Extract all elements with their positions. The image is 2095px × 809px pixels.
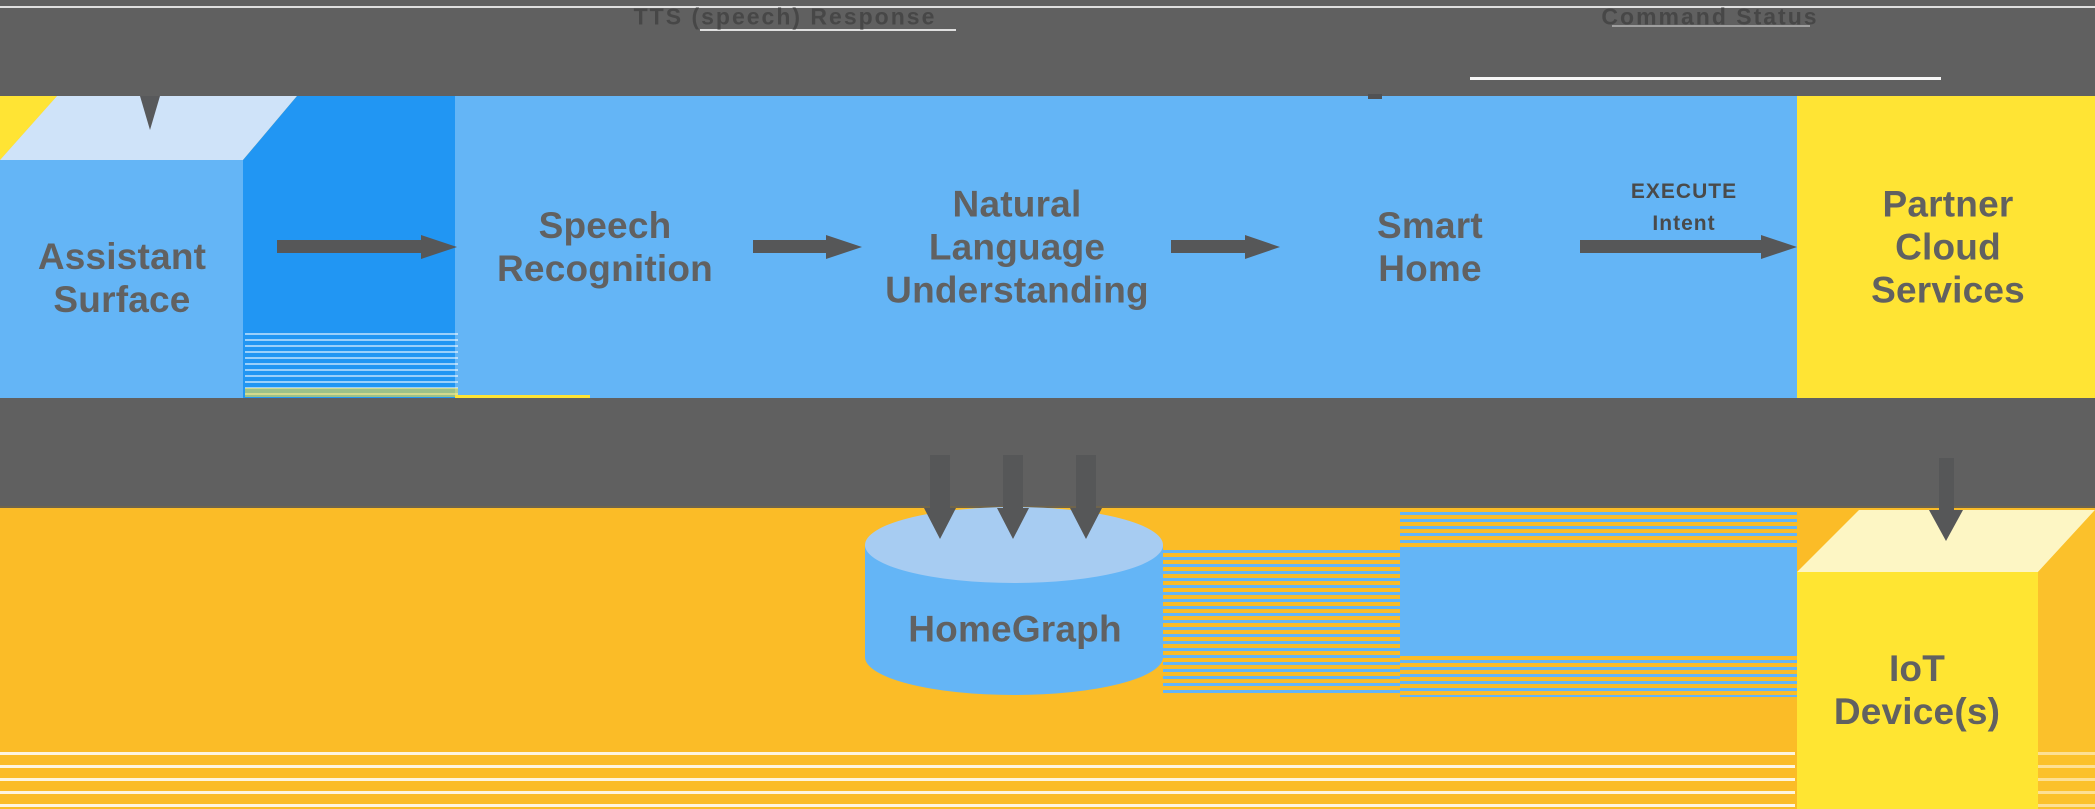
assistant-surface-front-face: [0, 160, 243, 398]
arrow-band-to-homegraph-3-icon: [1070, 455, 1102, 539]
label-line: Partner: [1882, 183, 2014, 225]
label-line: IoT: [1888, 648, 1946, 689]
partner-cloud-services-label: Partner Cloud Services: [1871, 183, 2025, 312]
label-line: Cloud: [1895, 226, 2001, 268]
label-line: Smart: [1377, 205, 1483, 246]
google-assistant-cloud-box: [455, 96, 1797, 398]
return-path-band: [0, 0, 2095, 96]
label-line: HomeGraph: [908, 608, 1122, 650]
label-line: Intent: [1652, 212, 1716, 235]
artifact-white-streak: [1470, 77, 1941, 80]
homegraph-path-band: [0, 398, 2095, 508]
label-line: Device(s): [1833, 691, 2001, 732]
label-line: Surface: [53, 279, 191, 320]
homegraph-label: HomeGraph: [908, 608, 1122, 651]
artifact-dark-tab: [1368, 94, 1382, 99]
arrow-band-to-homegraph-2-icon: [997, 455, 1029, 539]
arrow-band-to-iot-icon: [1929, 458, 1963, 541]
iot-devices-label: IoT Device(s): [1834, 647, 2000, 733]
iot-box-front-face: [1797, 572, 2038, 809]
label-line: Speech: [538, 205, 672, 246]
artifact-white-streak: [700, 29, 956, 31]
tts-response-label: TTS (speech) Response: [633, 3, 937, 30]
label-line: Recognition: [497, 248, 713, 289]
label-line: Assistant: [37, 236, 207, 277]
artifact-blue-smear-solid: [1400, 550, 1797, 653]
arrow-nlu-to-smarthome-icon: [1171, 235, 1280, 259]
artifact-side-face-stripes: [245, 333, 458, 397]
label-line: Language: [928, 226, 1106, 268]
artifact-blue-smear-stripes-top: [1400, 512, 1797, 550]
iot-box-side-face: [2038, 510, 2095, 809]
artifact-blue-smear-stripes-left: [1163, 550, 1400, 697]
partner-cloud-box: [1797, 96, 2095, 398]
artifact-white-streak: [0, 6, 2095, 8]
arrow-speech-to-nlu-icon: [753, 235, 862, 259]
arrow-smarthome-to-partner-icon: [1580, 235, 1797, 259]
label-line: Natural: [952, 183, 1082, 225]
label-line: Services: [1871, 269, 2025, 311]
artifact-iot-side-scanlines: [2038, 742, 2095, 809]
execute-intent-label: EXECUTE Intent: [1631, 176, 1737, 240]
speech-recognition-label: Speech Recognition: [497, 204, 713, 290]
natural-language-understanding-label: Natural Language Understanding: [885, 183, 1149, 312]
artifact-white-streak: [1612, 25, 1810, 27]
label-line: Understanding: [885, 269, 1149, 311]
artifact-blue-smear-stripes-bottom: [1400, 653, 1797, 697]
command-status-label: Command Status: [1601, 3, 1819, 30]
arrow-band-to-homegraph-1-icon: [924, 455, 956, 539]
assistant-surface-top-face: [0, 96, 297, 160]
arrow-assistant-to-speech-icon: [277, 235, 457, 259]
label-line: Home: [1378, 248, 1482, 289]
arrow-into-assistant-icon: [140, 96, 160, 130]
artifact-bottom-scanlines: [0, 742, 1795, 809]
homegraph-cylinder: [865, 507, 1163, 695]
assistant-surface-label: Assistant Surface: [38, 235, 206, 321]
smart-home-label: Smart Home: [1377, 204, 1483, 290]
label-line: EXECUTE: [1630, 180, 1738, 203]
